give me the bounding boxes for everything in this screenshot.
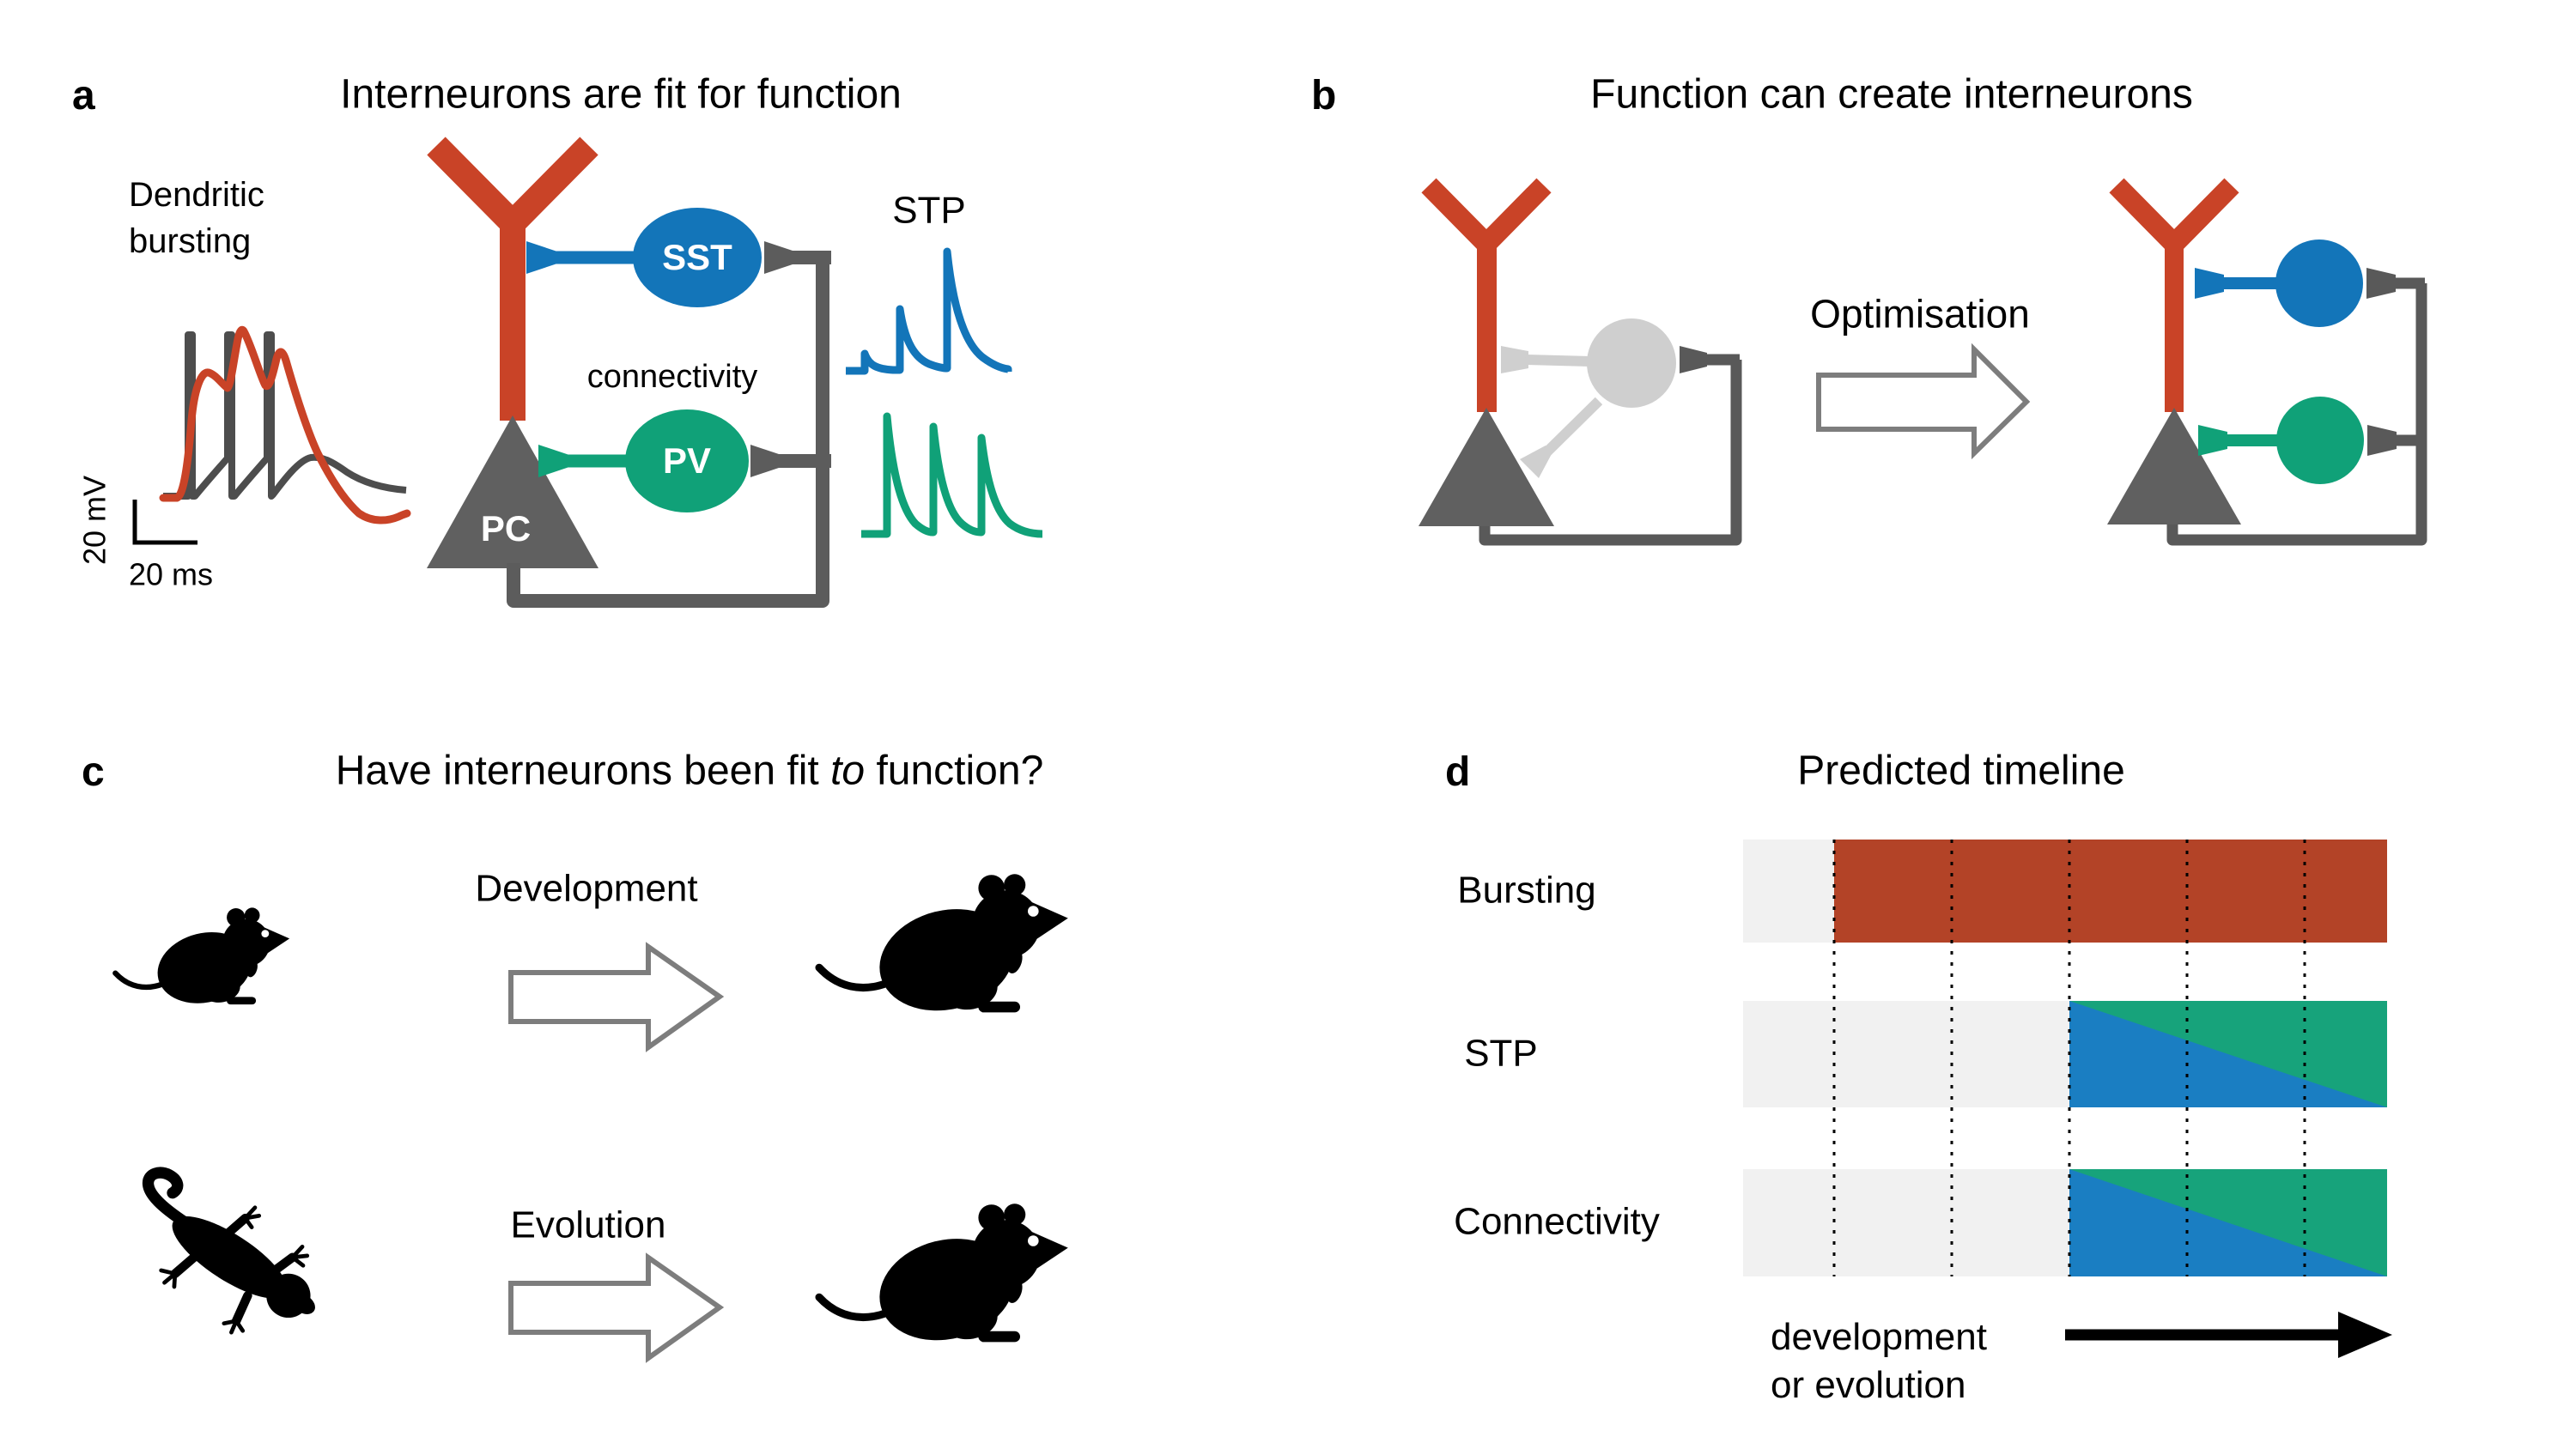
pc-output-wire xyxy=(507,251,829,608)
young-mouse-silhouette xyxy=(115,907,289,1012)
panel-b-art xyxy=(1419,178,2427,546)
scale-bar-ms-label: 20 ms xyxy=(128,556,214,592)
pc-soma-triangle xyxy=(2107,408,2241,524)
panel-d-art xyxy=(1743,840,2392,1358)
stp-label: STP xyxy=(892,189,966,232)
panel-c-title-suffix: function? xyxy=(865,748,1044,794)
scale-bar xyxy=(132,500,197,545)
time-axis-label: development or evolution xyxy=(1771,1316,1987,1406)
sst-label: SST xyxy=(662,236,732,277)
depressing-stp-trace xyxy=(861,412,1043,538)
inactive-synapse-on-soma xyxy=(1520,446,1552,478)
evolution-arrow xyxy=(508,1252,725,1363)
unspecified-interneuron xyxy=(1587,318,1676,408)
bursting-row-strip xyxy=(1743,840,1838,943)
bursting-bar xyxy=(1834,840,2387,943)
panel-c-art xyxy=(115,874,1068,1363)
inactive-axon-to-dendrite xyxy=(1524,355,1591,367)
pc-output-wire xyxy=(2166,283,2427,546)
panel-d-title: Predicted timeline xyxy=(1797,748,2125,794)
evolved-mouse-silhouette xyxy=(819,1203,1068,1354)
evolution-label: Evolution xyxy=(510,1203,666,1246)
green-synapse-on-soma xyxy=(2198,425,2227,456)
panel-c-letter: c xyxy=(82,749,105,795)
pv-label: PV xyxy=(662,440,712,481)
scale-bar-mv-label: 20 mV xyxy=(76,475,112,566)
panel-d-letter: d xyxy=(1445,749,1471,795)
panel-b-title: Function can create interneurons xyxy=(1590,71,2193,118)
development-label: Development xyxy=(475,867,698,910)
row-label-stp: STP xyxy=(1464,1032,1538,1075)
inactive-axon-to-soma xyxy=(1537,397,1603,462)
row-label-bursting: Bursting xyxy=(1457,869,1596,912)
pc-label: PC xyxy=(480,507,532,549)
panel-a-art xyxy=(132,136,1043,608)
dendritic-voltage-trace xyxy=(159,325,411,524)
pc-synapse-on-green xyxy=(2367,425,2397,456)
pc-synapse-on-pv xyxy=(750,445,781,477)
facilitating-stp-trace xyxy=(846,247,1012,375)
connectivity-bar-blue xyxy=(2069,1169,2387,1276)
apical-dendrite-trunk xyxy=(2165,230,2184,412)
panel-a-letter: a xyxy=(72,73,95,118)
optimisation-label: Optimisation xyxy=(1810,291,2030,336)
dendritic-bursting-label: Dendritic bursting xyxy=(129,176,264,260)
optimisation-arrow xyxy=(1816,343,2031,460)
panel-a-title: Interneurons are fit for function xyxy=(340,71,902,118)
blue-synapse-on-dendrite xyxy=(2195,268,2224,299)
pc-soma-triangle xyxy=(427,415,598,568)
salamander-silhouette xyxy=(149,1173,319,1332)
pv-synapse-on-soma xyxy=(538,445,569,477)
time-axis-arrow-head xyxy=(2338,1312,2392,1358)
panel-c-title-italic: to xyxy=(830,748,866,794)
panel-c-title-prefix: Have interneurons been fit xyxy=(335,748,831,794)
connectivity-label: connectivity xyxy=(586,359,758,396)
apical-dendrite-trunk xyxy=(1477,230,1497,412)
pc-synapse-on-interneuron xyxy=(1680,346,1707,373)
stp-bar-blue xyxy=(2069,1001,2387,1107)
somatic-voltage-trace xyxy=(163,331,407,500)
pc-synapse-on-blue xyxy=(2366,268,2396,299)
sst-cell-body xyxy=(633,208,762,307)
development-arrow xyxy=(508,942,725,1052)
pv-like-interneuron xyxy=(2276,397,2364,484)
pc-soma-triangle xyxy=(1419,408,1554,526)
row-label-connectivity: Connectivity xyxy=(1454,1200,1660,1243)
sst-like-interneuron xyxy=(2275,239,2363,327)
panel-c-title: Have interneurons been fit to function? xyxy=(336,747,1044,794)
pc-output-wire xyxy=(1479,360,1742,546)
pv-cell-body xyxy=(625,409,749,512)
panel-b-letter: b xyxy=(1311,73,1337,118)
inactive-synapse-on-dendrite xyxy=(1501,346,1528,373)
pc-synapse-on-sst xyxy=(764,241,795,274)
sst-synapse-on-dendrite xyxy=(526,241,557,274)
connectivity-row-strip xyxy=(1743,1169,2073,1276)
apical-dendrite-trunk xyxy=(500,211,526,421)
stp-row-strip xyxy=(1743,1001,2073,1107)
adult-mouse-silhouette xyxy=(819,874,1068,1024)
